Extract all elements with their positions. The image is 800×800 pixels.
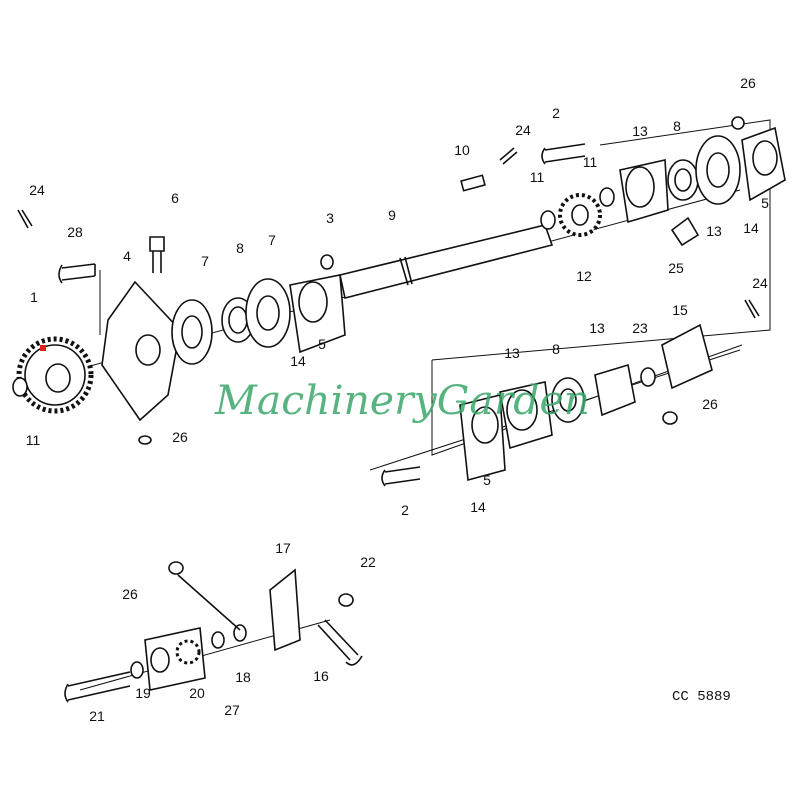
callout: 26 — [172, 429, 188, 445]
rod-18 — [177, 574, 241, 631]
pinion-15 — [661, 323, 713, 390]
key-10 — [460, 174, 486, 192]
callout: 4 — [123, 248, 131, 264]
watermark: MachineryGarden — [214, 378, 590, 424]
callout: 5 — [483, 472, 491, 488]
callout: 13 — [706, 223, 722, 239]
callout: 7 — [268, 232, 276, 248]
callout: 8 — [552, 341, 560, 357]
callout: 21 — [89, 708, 105, 724]
callout: 14 — [470, 499, 486, 515]
plate-25 — [670, 216, 700, 247]
callout: 11 — [583, 154, 598, 170]
callout: 17 — [275, 540, 291, 556]
callout: 2 — [552, 105, 560, 121]
bracket-17 — [269, 568, 301, 652]
callout: 26 — [702, 396, 718, 412]
callout: 7 — [201, 253, 209, 269]
callout: 14 — [290, 353, 306, 369]
callout: 18 — [235, 669, 251, 685]
callout: 23 — [632, 320, 648, 336]
callout: 13 — [589, 320, 605, 336]
callout: 11 — [530, 169, 545, 185]
marker-dot — [40, 345, 46, 351]
bolt-6 — [149, 236, 165, 273]
callout: 12 — [576, 268, 592, 284]
callout: 22 — [360, 554, 376, 570]
callout: 25 — [668, 260, 684, 276]
bolt-28 — [58, 263, 96, 284]
nut-26 — [138, 435, 152, 445]
large-sprocket — [12, 336, 94, 414]
callout: 19 — [135, 685, 151, 701]
callout: 9 — [388, 207, 396, 223]
callout: 24 — [515, 122, 531, 138]
callout: 3 — [326, 210, 334, 226]
bolt-21 — [64, 671, 131, 703]
bolt-2b — [381, 466, 421, 487]
callout: 15 — [672, 302, 688, 318]
drawing-code: CC 5889 — [672, 689, 731, 705]
flange-13d — [594, 363, 636, 417]
callout: 26 — [740, 75, 756, 91]
callout: 1 — [30, 289, 38, 305]
callout: 2 — [401, 502, 409, 518]
pin-24c — [744, 299, 760, 319]
callout: 16 — [313, 668, 329, 684]
callout: 11 — [26, 432, 41, 448]
bolt-2 — [541, 143, 586, 165]
callout-labels: 24 6 28 4 7 8 7 3 9 10 24 2 11 11 13 8 2… — [26, 75, 769, 724]
callout: 8 — [236, 240, 244, 256]
callout: 6 — [171, 190, 179, 206]
callout: 28 — [67, 224, 83, 240]
callout: 5 — [318, 336, 326, 352]
callout: 8 — [673, 118, 681, 134]
bolt-16 — [317, 619, 363, 666]
shaft-9 — [339, 224, 554, 299]
callout: 13 — [504, 345, 520, 361]
callout: 24 — [752, 275, 768, 291]
callout: 20 — [189, 685, 205, 701]
nut-3 — [320, 254, 334, 270]
callout: 10 — [454, 142, 470, 158]
callout: 24 — [29, 182, 45, 198]
pin-24 — [17, 209, 33, 229]
callout: 26 — [122, 586, 138, 602]
callout: 5 — [761, 195, 769, 211]
washer-11 — [12, 377, 28, 397]
callout: 27 — [224, 702, 240, 718]
callout: 13 — [632, 123, 648, 139]
callout: 14 — [743, 220, 759, 236]
pin-24b — [499, 147, 518, 165]
